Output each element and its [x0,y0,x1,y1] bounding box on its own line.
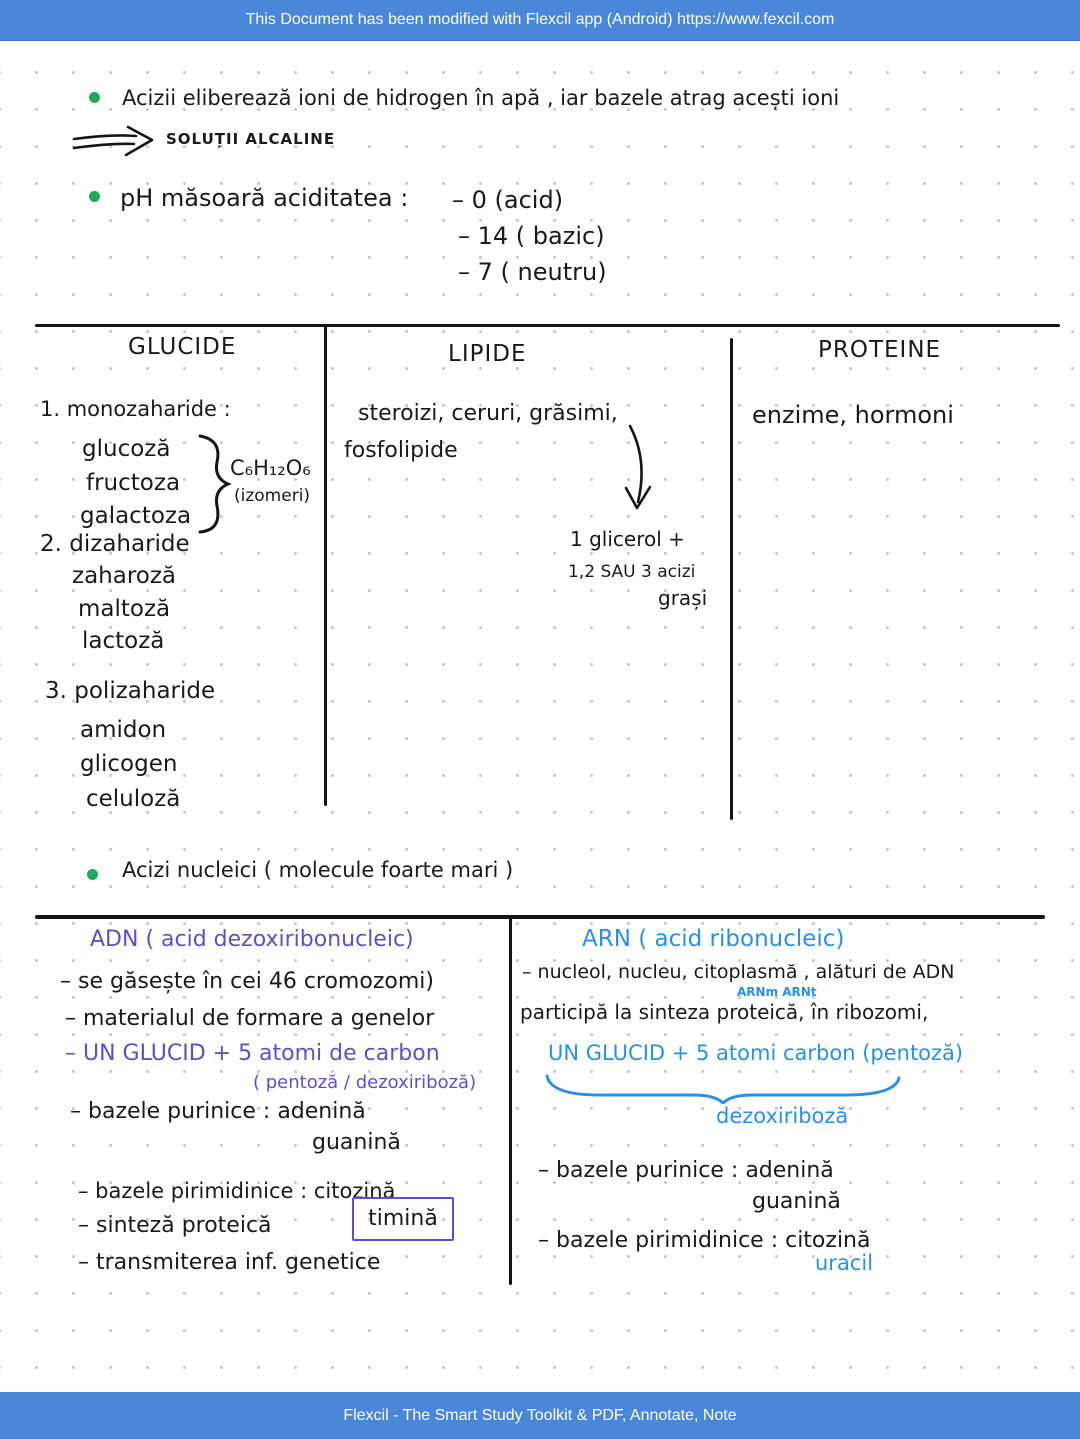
glucide-formula: C₆H₁₂O₆ [230,456,311,480]
lipide-line2: fosfolipide [344,438,458,463]
glucide-item-glicogen: glicogen [80,751,178,777]
lipide-detail-grasi: grași [658,586,708,610]
arn-line4b: guanină [752,1189,841,1214]
adn-arn-divider [509,917,512,1285]
column-header-glucide: GLUCIDE [128,334,237,360]
adn-title: ADN ( acid dezoxiribonucleic) [90,927,414,952]
ph-scale-acid: – 0 (acid) [452,186,564,214]
arn-line3b: dezoxiriboză [716,1104,849,1128]
glucide-group1-title: 1. monozaharide : [40,397,231,421]
adn-line5: – bazele pirimidinice : citozină [78,1179,396,1203]
glucide-item-maltoza: maltoză [78,596,171,622]
arn-line5b: uracil [815,1251,874,1275]
lipide-line1: steroizi, ceruri, grăsimi, [358,401,618,426]
alkaline-solutions-label: SOLUȚII ALCALINE [166,130,336,148]
ph-scale-neutral: – 7 ( neutru) [458,258,607,286]
adn-line2: – materialul de formare a genelor [65,1006,435,1031]
bottom-banner-text: Flexcil - The Smart Study Toolkit & PDF,… [343,1406,737,1424]
arn-line2: participă la sinteza proteică, în ribozo… [520,1000,929,1024]
arn-line1: – nucleol, nucleu, citoplasmă , alături … [522,961,955,983]
glucide-item-zaharoza: zaharoză [72,563,177,589]
arn-title: ARN ( acid ribonucleic) [582,926,845,952]
glucide-item-amidon: amidon [80,717,167,743]
column-header-proteine: PROTEINE [818,337,942,363]
bullet-dot [89,92,100,103]
dot-grid-paper [0,40,1080,1392]
glucide-item-lactoza: lactoză [82,628,165,654]
adn-line6: – sinteză proteică [78,1213,272,1238]
glucide-group2-title: 2. dizaharide [40,531,190,557]
glucide-formula-note: (izomeri) [234,486,311,506]
double-arrow-icon [72,125,154,157]
arn-line4: – bazele purinice : adenină [538,1158,834,1183]
lipide-detail-acizi: 1,2 SAU 3 acizi [568,562,696,582]
adn-line3b: ( pentoză / dezoxiriboză) [253,1072,477,1093]
adn-line5-boxed: timină [368,1206,438,1232]
lipide-detail-glicerol: 1 glicerol + [570,527,685,551]
glucide-item-glucoza: glucoză [82,436,171,462]
adn-line7: – transmiterea inf. genetice [78,1250,381,1275]
arn-annotation: ARNm ARNt [737,985,817,999]
lipide-proteine-divider [730,338,733,820]
glucide-lipide-divider [324,326,327,806]
under-brace-icon [545,1074,901,1104]
flexcil-bottom-banner: Flexcil - The Smart Study Toolkit & PDF,… [0,1392,1080,1439]
nucleic-note-line: Acizi nucleici ( molecule foarte mari ) [122,858,514,882]
bullet-dot [87,869,98,880]
arn-line3: UN GLUCID + 5 atomi carbon (pentoză) [548,1041,964,1065]
top-banner-text: This Document has been modified with Fle… [245,11,835,28]
bullet-dot [89,191,100,202]
ph-scale-basic: – 14 ( bazic) [458,222,605,250]
column-header-lipide: LIPIDE [448,341,527,367]
glucide-item-celuloza: celuloză [86,786,181,812]
arn-line5: – bazele pirimidinice : citozină [538,1228,871,1253]
ph-note-lead: pH măsoară aciditatea : [120,184,409,212]
adn-line3: – UN GLUCID + 5 atomi de carbon [65,1041,440,1066]
curly-brace-icon [198,434,232,534]
acids-note-line: Acizii eliberează ioni de hidrogen în ap… [122,86,840,110]
adn-line4: – bazele purinice : adenină [70,1099,366,1124]
glucide-group3-title: 3. polizaharide [45,678,216,704]
proteine-line1: enzime, hormoni [752,401,954,429]
down-arrow-icon [624,424,652,510]
nucleic-section-rule [35,915,1045,919]
timina-highlight-box: timină [352,1197,454,1241]
adn-line4b: guanină [312,1130,401,1155]
flexcil-top-banner: This Document has been modified with Fle… [0,0,1080,41]
adn-line1: – se găsește în cei 46 cromozomi) [60,969,434,994]
glucide-item-galactoza: galactoza [80,503,192,529]
table-top-rule [35,324,1060,327]
glucide-item-fructoza: fructoza [86,470,181,496]
